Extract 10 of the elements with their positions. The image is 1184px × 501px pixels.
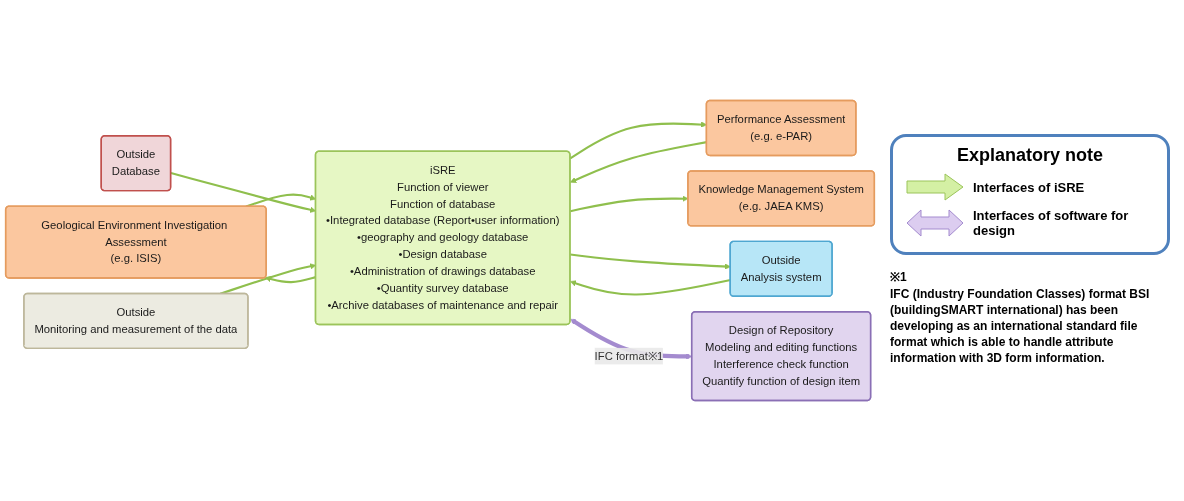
footnote-text: IFC (Industry Foundation Classes) format BSI (buildingSMART international) has been developing as an international standard file format which is able to handle attribute information with 3D form information. <box>890 285 1151 367</box>
edge-label: IFC format※1 <box>594 349 664 362</box>
arrow <box>570 253 731 270</box>
footnote-mark: ※1 <box>890 269 908 286</box>
legend-label: Interfaces of iSRE <box>973 179 1085 195</box>
arrow <box>569 121 707 160</box>
legend-label: Interfaces of software for design <box>973 208 1130 239</box>
arrow <box>570 141 707 183</box>
arrow <box>570 278 731 296</box>
legend-title: Explanatory note <box>956 145 1104 167</box>
